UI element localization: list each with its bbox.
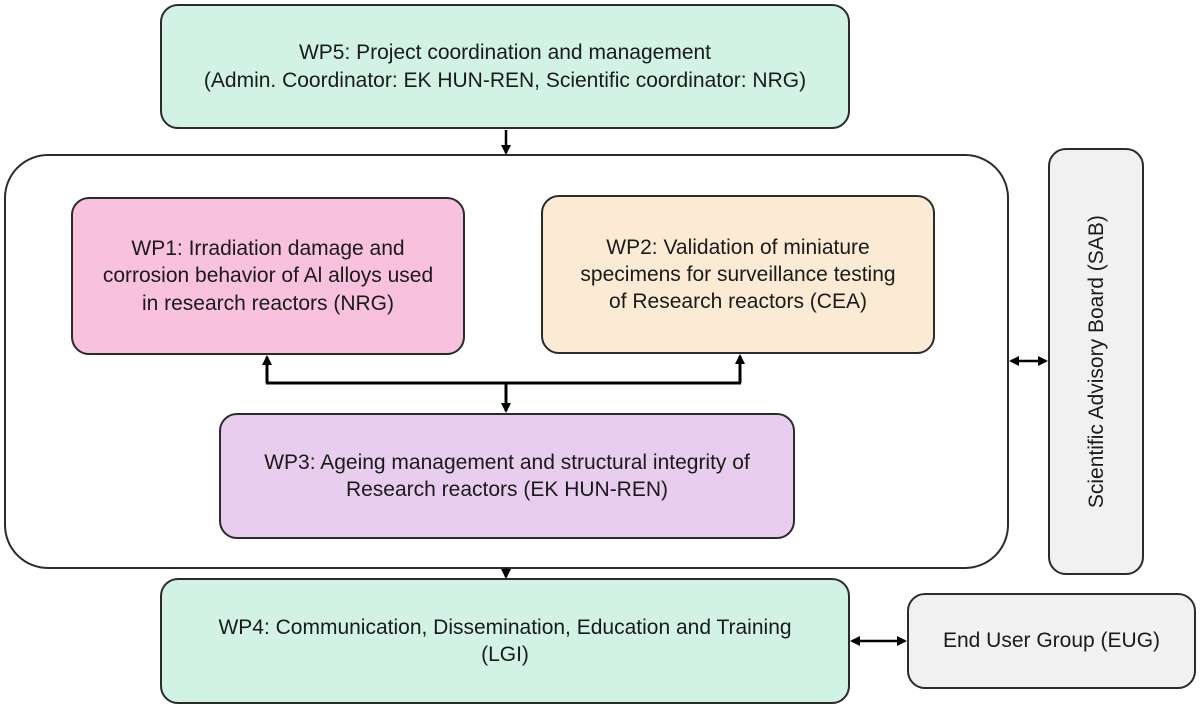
wp3-line: Research reactors (EK HUN-REN)	[345, 478, 669, 501]
wp3-box: WP3: Ageing management and structural in…	[219, 413, 795, 539]
wp1-line: WP1: Irradiation damage and	[131, 237, 405, 261]
sab-box: Scientific Advisory Board (SAB)	[1048, 148, 1144, 575]
wp4-line: WP4: Communication, Dissemination, Educa…	[218, 615, 792, 639]
wp4-box: WP4: Communication, Dissemination, Educa…	[160, 578, 850, 704]
wp3-line: WP3: Ageing management and structural in…	[264, 450, 750, 474]
wp5-title: WP5: Project coordination and management	[298, 41, 712, 65]
wp1-box: WP1: Irradiation damage and corrosion be…	[71, 197, 465, 355]
wp5-box: WP5: Project coordination and management…	[160, 4, 850, 129]
wp4-line: (LGI)	[481, 643, 529, 666]
eug-box: End User Group (EUG)	[907, 593, 1196, 689]
wp2-line: of Research reactors (CEA)	[609, 290, 867, 314]
wp2-box: WP2: Validation of miniature specimens f…	[541, 195, 935, 354]
wp2-line: specimens for surveillance testing	[580, 262, 896, 286]
wp1-line: corrosion behavior of Al alloys used	[102, 264, 434, 288]
wp5-subtitle: (Admin. Coordinator: EK HUN-REN, Scienti…	[203, 68, 807, 92]
wp1-line: in research reactors (NRG)	[141, 291, 395, 315]
sab-label: Scientific Advisory Board (SAB)	[1084, 215, 1108, 508]
eug-label: End User Group (EUG)	[942, 629, 1161, 653]
wp2-line: WP2: Validation of miniature	[606, 235, 870, 259]
